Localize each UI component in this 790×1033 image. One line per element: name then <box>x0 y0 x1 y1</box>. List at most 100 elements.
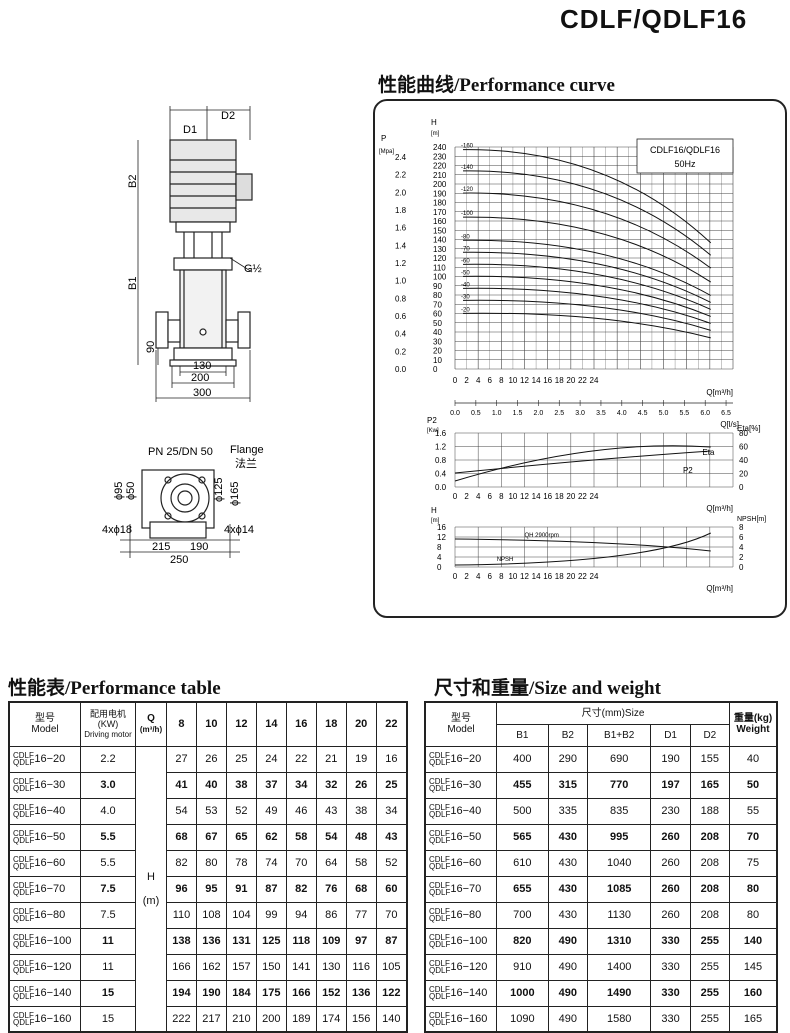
size-weight-cell: 40 <box>729 745 778 773</box>
perf-head-cell: 38 <box>225 771 257 799</box>
h-tick: 80 <box>433 291 442 300</box>
perf-head-cell: 46 <box>285 797 317 825</box>
dim-190: 190 <box>190 541 208 553</box>
dim-250: 250 <box>170 554 188 566</box>
size-value-cell: 208 <box>689 823 731 851</box>
size-value-cell: 330 <box>650 979 691 1007</box>
perf-head-cell: 70 <box>375 901 408 929</box>
size-value-cell: 1090 <box>496 1005 549 1033</box>
g-label: G½ <box>244 263 262 275</box>
flange-drawing: PN 25/DN 50 Flange 法兰 ϕ95 ϕ50 ϕ125 ϕ165 … <box>102 444 264 566</box>
size-value-cell: 260 <box>650 901 691 929</box>
size-value-cell: 330 <box>650 1005 691 1033</box>
q-tick: 10 <box>508 376 517 385</box>
p-tick: 2.0 <box>395 188 407 197</box>
size-value-cell: 490 <box>547 927 588 955</box>
dim-90: 90 <box>145 341 157 353</box>
perf-head-cell: 96 <box>166 875 197 903</box>
flange-en: Flange <box>230 444 264 456</box>
h-tick: 40 <box>433 328 442 337</box>
stage-curve <box>462 263 711 310</box>
stage-label: -20 <box>461 307 470 313</box>
perf-head-cell: 175 <box>255 979 287 1007</box>
perf-head-cell: 62 <box>255 823 287 851</box>
perf-head-cell: 54 <box>315 823 347 851</box>
p-tick: 1.6 <box>395 224 407 233</box>
dim-200: 200 <box>191 372 209 384</box>
perf-flow-header: 10 <box>195 701 227 747</box>
perf-head-cell: 19 <box>345 745 377 773</box>
p2-tick: 0.4 <box>435 470 447 479</box>
stage-curve <box>462 170 712 256</box>
stage-label: -120 <box>461 187 474 193</box>
q-tick: 0 <box>453 572 458 581</box>
h-tick: 60 <box>433 310 442 319</box>
size-section-title: 尺寸和重量/Size and weight <box>434 678 661 699</box>
stage-label: -50 <box>461 270 470 276</box>
perf-motor-header: 配用电机(KW)Driving motor <box>80 701 136 747</box>
qls-tick: 3.0 <box>575 410 585 417</box>
size-value-cell: 1130 <box>586 901 652 929</box>
perf-head-cell: 130 <box>315 953 347 981</box>
q-tick: 22 <box>578 492 587 501</box>
qls-tick: 2.5 <box>554 410 564 417</box>
perf-head-cell: 184 <box>225 979 257 1007</box>
flange-spec: PN 25/DN 50 <box>148 446 213 458</box>
size-value-cell: 690 <box>586 745 652 773</box>
perf-head-cell: 24 <box>255 745 287 773</box>
qls-tick: 5.0 <box>659 410 669 417</box>
perf-head-cell: 77 <box>345 901 377 929</box>
perf-head-cell: 76 <box>315 875 347 903</box>
perf-head-cell: 25 <box>375 771 408 799</box>
q-tick: 14 <box>532 376 541 385</box>
perf-head-cell: 141 <box>285 953 317 981</box>
perf-head-cell: 194 <box>166 979 197 1007</box>
stage-label: -70 <box>461 246 470 252</box>
perf-head-cell: 65 <box>225 823 257 851</box>
perf-head-cell: 136 <box>195 927 227 955</box>
perf-head-cell: 58 <box>345 849 377 877</box>
perf-head-cell: 52 <box>225 797 257 825</box>
npsh-h-axis-label: H <box>431 506 437 515</box>
size-weight-cell: 165 <box>729 1005 778 1033</box>
size-value-cell: 330 <box>650 927 691 955</box>
perf-flow-header: 20 <box>345 701 377 747</box>
q-unit: Q[m³/h] <box>706 504 733 513</box>
dim-130: 130 <box>193 360 211 372</box>
h-tick: 230 <box>433 152 447 161</box>
size-value-cell: 770 <box>586 771 652 799</box>
size-value-cell: 165 <box>689 771 731 799</box>
size-col-header: B2 <box>547 723 588 747</box>
h-tick: 10 <box>433 356 442 365</box>
p-tick: 0.4 <box>395 330 407 339</box>
h-axis-label: H <box>431 118 437 127</box>
h-tick: 200 <box>433 180 447 189</box>
npsh-h-tick: 12 <box>437 533 446 542</box>
h-tick: 130 <box>433 245 447 254</box>
q-tick: 22 <box>578 572 587 581</box>
size-value-cell: 1085 <box>586 875 652 903</box>
size-col-header: D2 <box>689 723 731 747</box>
perf-head-cell: 105 <box>375 953 408 981</box>
q-tick: 6 <box>488 572 493 581</box>
size-value-cell: 255 <box>689 1005 731 1033</box>
perf-head-cell: 80 <box>195 849 227 877</box>
stage-curve <box>462 312 711 339</box>
p-tick: 0.2 <box>395 347 407 356</box>
perf-flow-header: 18 <box>315 701 347 747</box>
pump-drawing: D1 D2 B2 B1 G½ 90 130 200 300 <box>127 106 262 402</box>
perf-head-cell: 87 <box>255 875 287 903</box>
p2-curve-label: P2 <box>683 466 693 475</box>
size-value-cell: 430 <box>547 901 588 929</box>
